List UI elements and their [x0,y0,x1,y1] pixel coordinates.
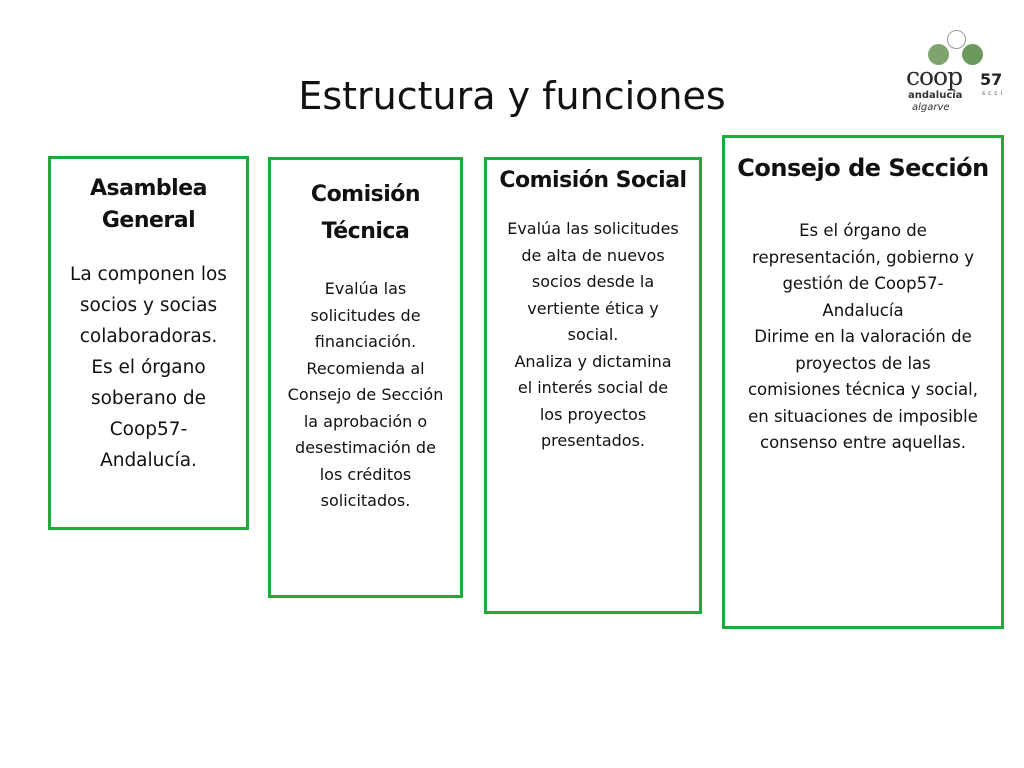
box-text: La componen los socios y socias colabora… [70,264,227,471]
logo-circle-top [947,30,966,49]
box-consejo-seccion: Consejo de Sección Es el órgano de repre… [722,135,1004,629]
logo-circle-left [928,44,949,65]
logo-brand-number: 57 [980,70,1003,89]
box-title: Comisión Técnica [310,182,421,244]
logo-sub2: algarve [912,102,950,113]
box-title: Consejo de Sección [737,154,989,182]
logo-tagline: scci [982,90,1006,97]
box-text: Es el órgano de representación, gobierno… [747,221,978,452]
slide-title: Estructura y funciones [298,74,726,118]
box-asamblea-general: Asamblea General La componen los socios … [48,156,249,530]
logo-sub1: andalucía [908,90,963,101]
box-title: Comisión Social [499,168,687,193]
box-title: Asamblea General [90,176,207,233]
box-text: Evalúa las solicitudes de alta de nuevos… [507,219,679,450]
logo-circle-right [962,44,983,65]
logo-brand: coop [906,62,963,91]
coop57-logo: coop 57 scci andalucía algarve [902,28,1012,118]
box-text: Evalúa las solicitudes de financiación. … [287,279,444,510]
box-comision-social: Comisión Social Evalúa las solicitudes d… [484,157,702,614]
box-comision-tecnica: Comisión Técnica Evalúa las solicitudes … [268,157,463,598]
